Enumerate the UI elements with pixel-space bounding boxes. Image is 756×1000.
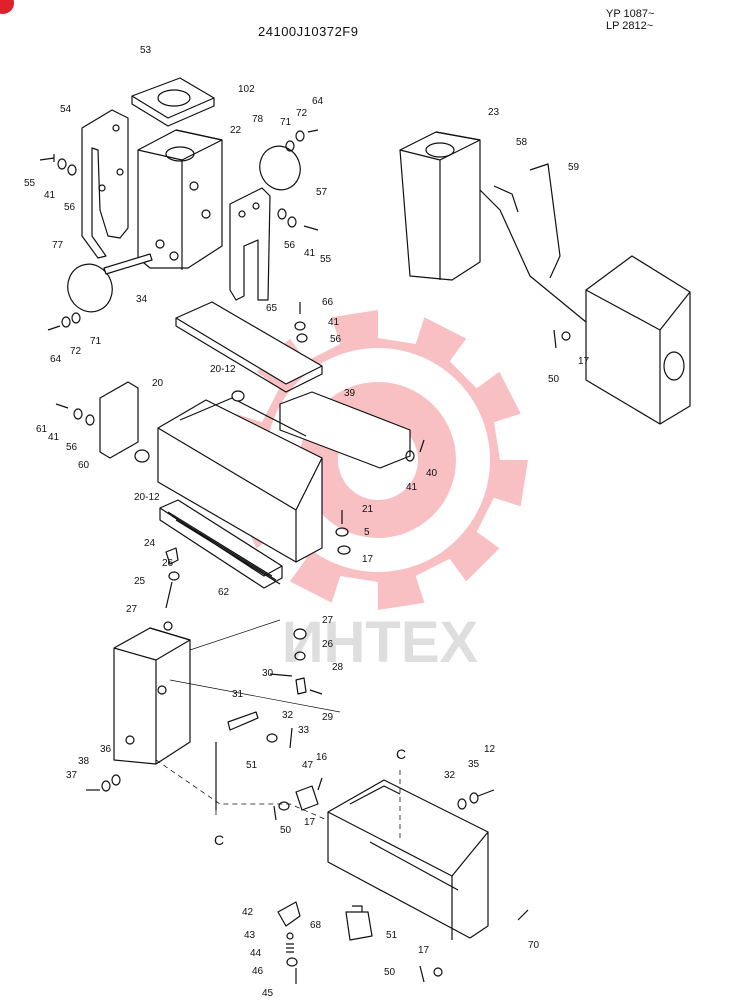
callout-17: 17 <box>362 554 374 565</box>
callout-59: 59 <box>568 162 580 173</box>
callout-25: 25 <box>134 576 146 587</box>
connector-markers: C C <box>214 746 406 848</box>
callout-57: 57 <box>316 187 328 198</box>
callout-72: 72 <box>296 108 308 119</box>
callout-58: 58 <box>516 137 528 148</box>
callout-17: 17 <box>304 817 316 828</box>
callout-60: 60 <box>78 460 90 471</box>
callout-50: 50 <box>280 825 292 836</box>
corner-marker <box>0 0 14 14</box>
callout-56: 56 <box>330 334 342 345</box>
callout-31: 31 <box>232 689 244 700</box>
parts <box>39 77 691 984</box>
callout-66: 66 <box>322 297 334 308</box>
callout-32: 32 <box>282 710 294 721</box>
callout-47: 47 <box>302 760 314 771</box>
callout-26: 26 <box>162 558 174 569</box>
document-code: 24100J10372F9 <box>258 24 359 39</box>
callout-71: 71 <box>280 117 292 128</box>
callout-53: 53 <box>140 45 152 56</box>
callout-42: 42 <box>242 907 254 918</box>
callout-45: 45 <box>262 988 274 999</box>
callout-68: 68 <box>310 920 322 931</box>
callout-77: 77 <box>52 240 64 251</box>
callout-16: 16 <box>316 752 328 763</box>
callout-71: 71 <box>90 336 102 347</box>
callout-40: 40 <box>426 468 438 479</box>
callout-46: 46 <box>252 966 264 977</box>
callout-12: 12 <box>484 744 496 755</box>
watermark-text: ИНТЕХ <box>282 610 479 675</box>
callout-62: 62 <box>218 587 230 598</box>
callout-41: 41 <box>304 248 316 259</box>
callout-51: 51 <box>246 760 258 771</box>
callout-24: 24 <box>144 538 156 549</box>
callout-56: 56 <box>64 202 76 213</box>
callout-56: 56 <box>284 240 296 251</box>
callout-23: 23 <box>488 107 500 118</box>
callout-5: 5 <box>364 527 370 538</box>
callout-41: 41 <box>48 432 60 443</box>
callout-17: 17 <box>418 945 430 956</box>
callout-32: 32 <box>444 770 456 781</box>
callout-65: 65 <box>266 303 278 314</box>
callout-41: 41 <box>44 190 56 201</box>
callout-61: 61 <box>36 424 48 435</box>
callout-44: 44 <box>250 948 262 959</box>
callout-43: 43 <box>244 930 256 941</box>
callout-26: 26 <box>322 639 334 650</box>
callout-50: 50 <box>384 967 396 978</box>
callout-35: 35 <box>468 759 480 770</box>
callout-102: 102 <box>238 84 255 95</box>
callout-64: 64 <box>312 96 324 107</box>
callout-22: 22 <box>230 125 242 136</box>
callout-20-12: 20-12 <box>210 364 236 375</box>
callout-27: 27 <box>126 604 138 615</box>
callout-55: 55 <box>320 254 332 265</box>
callout-27: 27 <box>322 615 334 626</box>
callout-30: 30 <box>262 668 274 679</box>
callout-41: 41 <box>406 482 418 493</box>
callout-55: 55 <box>24 178 36 189</box>
callout-37: 37 <box>66 770 78 781</box>
callout-20: 20 <box>152 378 164 389</box>
callout-70: 70 <box>528 940 540 951</box>
connector-c-left: C <box>214 832 224 848</box>
serial-range-lp: LP 2812~ <box>606 20 654 32</box>
callout-labels: 53 102 22 54 55 41 56 78 71 72 64 57 56 41 55 77 34 64 72 7… <box>24 45 590 999</box>
callout-38: 38 <box>78 756 90 767</box>
callout-41: 41 <box>328 317 340 328</box>
callout-29: 29 <box>322 712 334 723</box>
connector-c-right: C <box>396 746 406 762</box>
callout-51: 51 <box>386 930 398 941</box>
serial-range-yp: YP 1087~ <box>606 8 655 20</box>
callout-78: 78 <box>252 114 264 125</box>
callout-21: 21 <box>362 504 374 515</box>
callout-50: 50 <box>548 374 560 385</box>
callout-64: 64 <box>50 354 62 365</box>
callout-20-12: 20-12 <box>134 492 160 503</box>
callout-36: 36 <box>100 744 112 755</box>
callout-33: 33 <box>298 725 310 736</box>
callout-17: 17 <box>578 356 590 367</box>
callout-56: 56 <box>66 442 78 453</box>
callout-72: 72 <box>70 346 82 357</box>
callout-28: 28 <box>332 662 344 673</box>
callout-54: 54 <box>60 104 72 115</box>
callout-34: 34 <box>136 294 148 305</box>
callout-39: 39 <box>344 388 356 399</box>
